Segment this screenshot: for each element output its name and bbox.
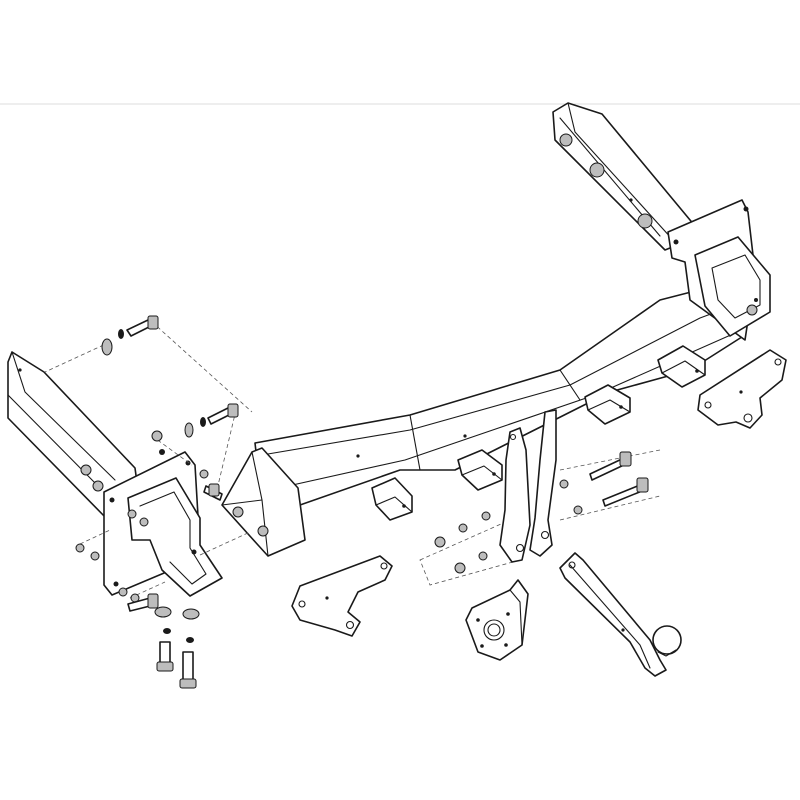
washer-large <box>101 338 113 356</box>
bar-clips <box>371 345 706 521</box>
tow-ball <box>652 625 682 655</box>
socket-ring <box>483 619 505 641</box>
arm-bolt-3 <box>637 213 653 229</box>
left-crossbar-bracket <box>221 447 306 557</box>
socket-plate <box>465 579 529 661</box>
tow-ball-neck <box>559 552 682 677</box>
lower-washer-2 <box>182 608 200 620</box>
left-arm-bolt-2 <box>92 480 104 492</box>
left-lower-hardware <box>75 543 200 689</box>
lower-washer-1 <box>154 606 172 618</box>
bolt-upper <box>126 319 152 337</box>
center-hardware <box>434 451 649 574</box>
right-mounting-flange <box>667 199 771 341</box>
nut-mid <box>151 430 163 442</box>
bracket-nut-2 <box>257 525 269 537</box>
arm-bolt-2 <box>589 162 605 178</box>
right-lower-plate <box>697 349 787 429</box>
center-hanger-plates <box>499 409 557 563</box>
right-chassis-arm <box>552 102 701 251</box>
vertical-bolt-2 <box>182 651 194 683</box>
center-bolt-2 <box>602 484 643 507</box>
left-mounting-flange <box>103 451 223 597</box>
bracket-nut-1 <box>232 506 244 518</box>
left-chassis-arm <box>7 351 141 521</box>
washer-mid <box>184 422 194 438</box>
left-upper-hardware <box>101 315 239 501</box>
arm-bolt-1 <box>559 133 573 147</box>
right-flange-nut <box>746 304 758 316</box>
lower-center-left-plate <box>291 555 393 637</box>
left-arm-bolt-1 <box>80 464 92 476</box>
